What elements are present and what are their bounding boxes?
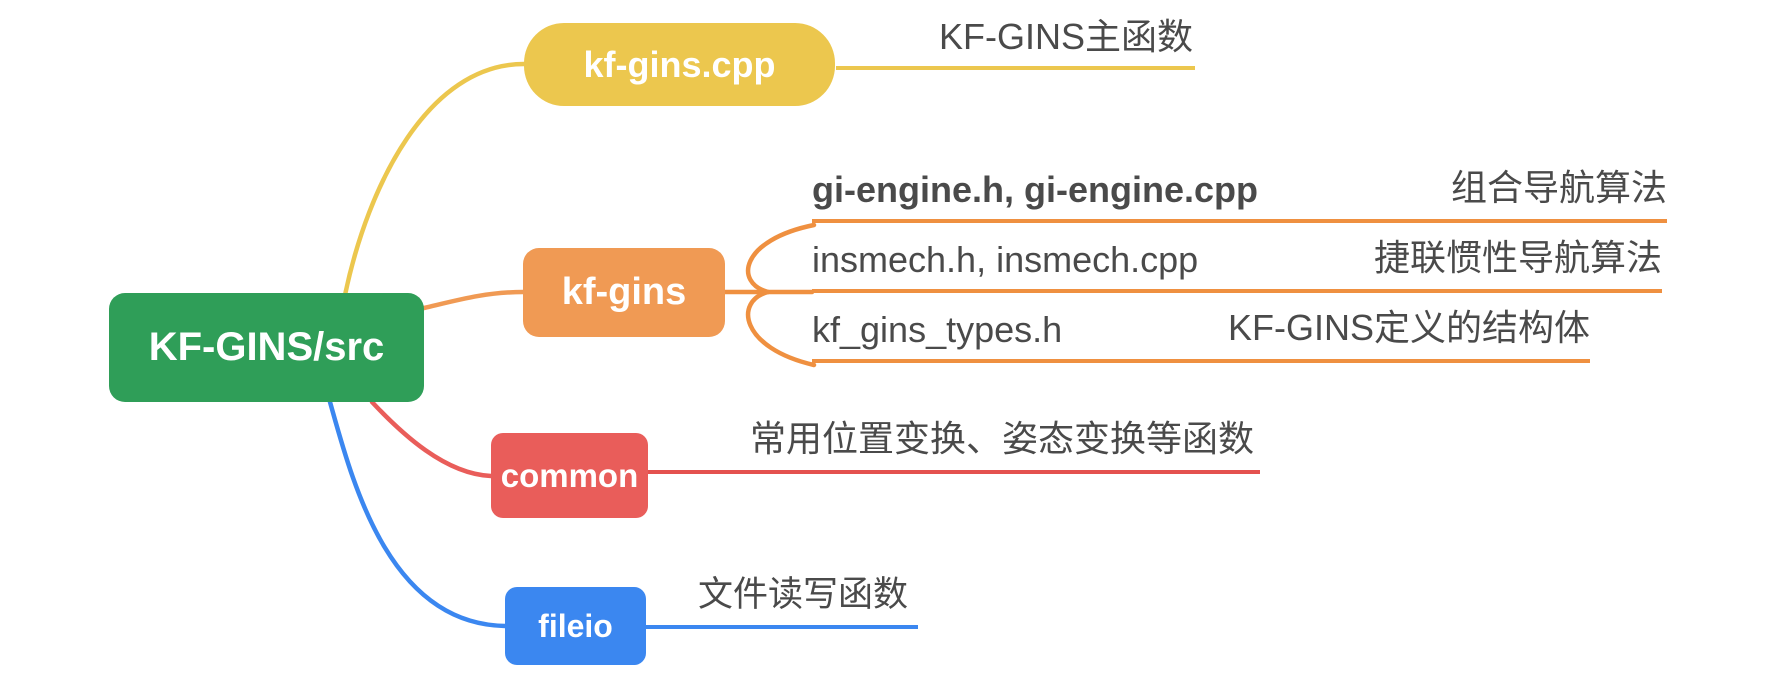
node-common[interactable]: common bbox=[491, 433, 648, 518]
child-row-insmech[interactable]: insmech.h, insmech.cpp 捷联惯性导航算法 bbox=[812, 231, 1662, 293]
child-description: KF-GINS定义的结构体 bbox=[1227, 307, 1590, 348]
label-common-desc[interactable]: 常用位置变换、姿态变换等函数 bbox=[648, 412, 1260, 474]
node-fileio[interactable]: fileio bbox=[505, 587, 646, 665]
connector-root-to-common bbox=[369, 399, 494, 479]
child-description: 组合导航算法 bbox=[1450, 167, 1667, 208]
node-common-label: common bbox=[500, 456, 639, 494]
child-row-kf-gins-types[interactable]: kf_gins_types.h KF-GINS定义的结构体 bbox=[812, 301, 1590, 363]
child-row-gi-engine[interactable]: gi-engine.h, gi-engine.cpp 组合导航算法 bbox=[812, 161, 1667, 223]
connector-kf-gins-to-row3 bbox=[745, 289, 817, 368]
child-file-name: kf_gins_types.h bbox=[812, 309, 1063, 350]
node-kf-gins-src-label: KF-GINS/src bbox=[148, 325, 385, 369]
connector-root-to-fileio bbox=[327, 399, 508, 629]
connector-root-to-kf-gins bbox=[421, 289, 526, 311]
label-kf-gins-cpp-desc[interactable]: KF-GINS主函数 bbox=[836, 16, 1195, 70]
node-kf-gins-cpp-label: kf-gins.cpp bbox=[583, 43, 776, 85]
node-kf-gins-label: kf-gins bbox=[561, 271, 687, 313]
label-fileio-desc[interactable]: 文件读写函数 bbox=[646, 571, 918, 629]
node-kf-gins-cpp[interactable]: kf-gins.cpp bbox=[524, 23, 835, 106]
node-kf-gins-src[interactable]: KF-GINS/src bbox=[109, 293, 424, 402]
connector-root-to-kf-gins-cpp bbox=[342, 61, 527, 298]
label-common-desc-text: 常用位置变换、姿态变换等函数 bbox=[749, 418, 1254, 459]
label-fileio-desc-text: 文件读写函数 bbox=[697, 575, 908, 614]
node-kf-gins[interactable]: kf-gins bbox=[523, 248, 725, 337]
label-kf-gins-cpp-desc-text: KF-GINS主函数 bbox=[938, 16, 1193, 57]
connector-kf-gins-to-row1 bbox=[745, 222, 817, 295]
child-file-name: gi-engine.h, gi-engine.cpp bbox=[812, 169, 1258, 210]
child-file-name: insmech.h, insmech.cpp bbox=[812, 239, 1199, 280]
child-description: 捷联惯性导航算法 bbox=[1373, 237, 1662, 278]
node-fileio-label: fileio bbox=[538, 607, 613, 644]
